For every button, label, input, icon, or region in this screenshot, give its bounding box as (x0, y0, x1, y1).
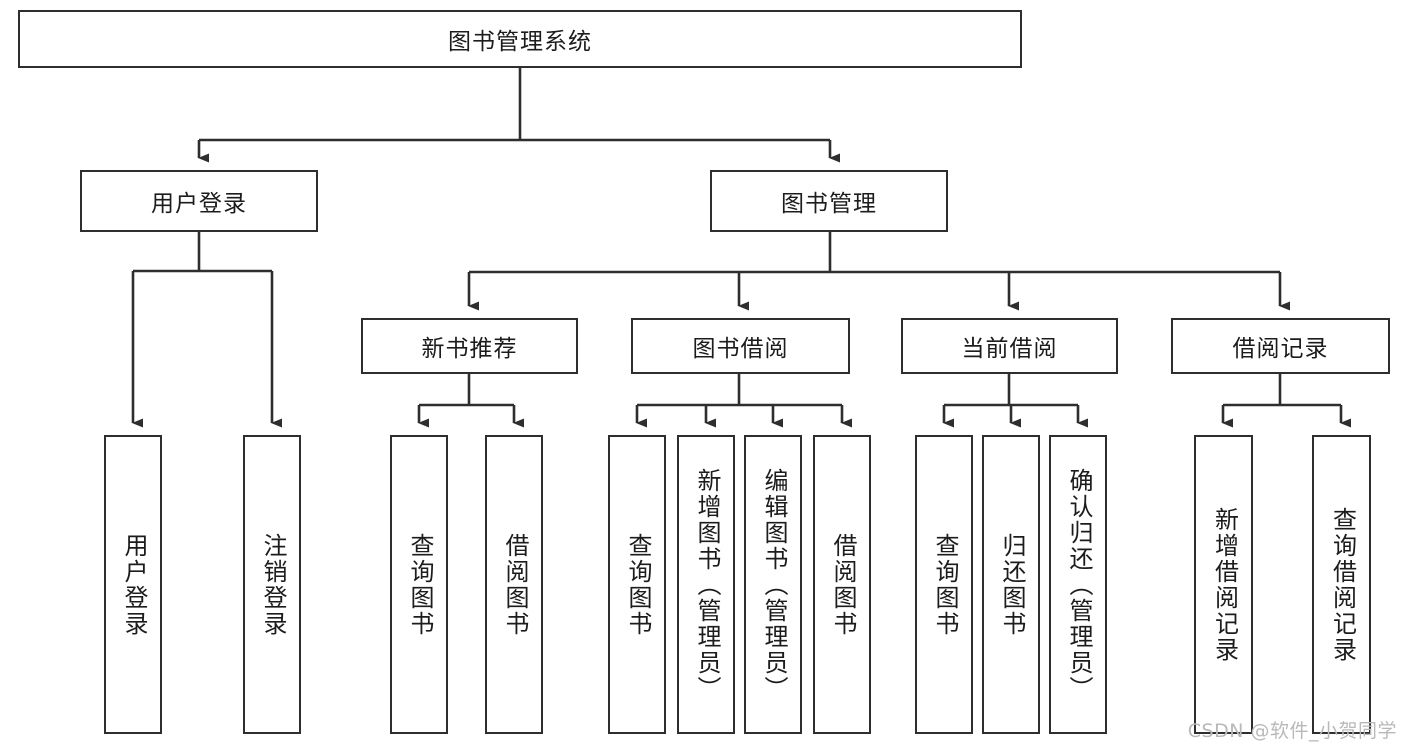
node-leaf-add-book[interactable]: 新增图书（管理员） (677, 435, 735, 734)
node-leaf-user-login-label: 用户登录 (119, 532, 148, 637)
node-book-manage-label: 图书管理 (781, 191, 877, 217)
node-root[interactable]: 图书管理系统 (18, 10, 1022, 68)
node-borrow-record-label: 借阅记录 (1232, 336, 1329, 362)
node-leaf-add-record-label: 新增借阅记录 (1210, 506, 1239, 663)
node-leaf-borrow-book-label: 借阅图书 (828, 532, 857, 637)
node-book-borrow[interactable]: 图书借阅 (631, 318, 850, 374)
node-leaf-return-book-label: 归还图书 (997, 532, 1026, 637)
node-leaf-query-record-label: 查询借阅记录 (1328, 506, 1357, 663)
node-leaf-borrow-book[interactable]: 借阅图书 (813, 435, 871, 734)
node-user-login-label: 用户登录 (151, 191, 247, 217)
node-leaf-query-book-current-label: 查询图书 (930, 532, 959, 637)
node-leaf-borrow-book-rec-label: 借阅图书 (500, 532, 529, 637)
node-leaf-return-book[interactable]: 归还图书 (982, 435, 1040, 734)
watermark-text: CSDN @软件_小贺同学 (1187, 720, 1397, 742)
node-current-borrow[interactable]: 当前借阅 (901, 318, 1118, 374)
node-leaf-query-book-current[interactable]: 查询图书 (915, 435, 973, 734)
node-leaf-query-record[interactable]: 查询借阅记录 (1312, 435, 1371, 734)
node-leaf-query-book-borrow-label: 查询图书 (623, 532, 652, 637)
node-leaf-query-book-rec[interactable]: 查询图书 (390, 435, 448, 734)
node-leaf-edit-book[interactable]: 编辑图书（管理员） (744, 435, 802, 734)
node-leaf-borrow-book-rec[interactable]: 借阅图书 (485, 435, 543, 734)
node-book-borrow-label: 图书借阅 (692, 336, 789, 362)
node-new-book-rec-label: 新书推荐 (421, 336, 518, 362)
node-borrow-record[interactable]: 借阅记录 (1171, 318, 1390, 374)
node-leaf-user-logout-label: 注销登录 (258, 532, 287, 637)
node-leaf-user-logout[interactable]: 注销登录 (243, 435, 301, 734)
node-root-label: 图书管理系统 (448, 29, 592, 55)
node-leaf-confirm-return[interactable]: 确认归还（管理员） (1049, 435, 1107, 734)
node-current-borrow-label: 当前借阅 (961, 336, 1058, 362)
node-new-book-rec[interactable]: 新书推荐 (361, 318, 578, 374)
node-book-manage[interactable]: 图书管理 (710, 170, 948, 232)
node-leaf-confirm-return-label: 确认归还（管理员） (1064, 467, 1093, 702)
node-leaf-user-login[interactable]: 用户登录 (104, 435, 162, 734)
node-leaf-add-record[interactable]: 新增借阅记录 (1194, 435, 1253, 734)
node-leaf-add-book-label: 新增图书（管理员） (692, 467, 721, 702)
node-leaf-edit-book-label: 编辑图书（管理员） (759, 467, 788, 702)
node-leaf-query-book-rec-label: 查询图书 (405, 532, 434, 637)
node-user-login[interactable]: 用户登录 (80, 170, 318, 232)
node-leaf-query-book-borrow[interactable]: 查询图书 (608, 435, 666, 734)
